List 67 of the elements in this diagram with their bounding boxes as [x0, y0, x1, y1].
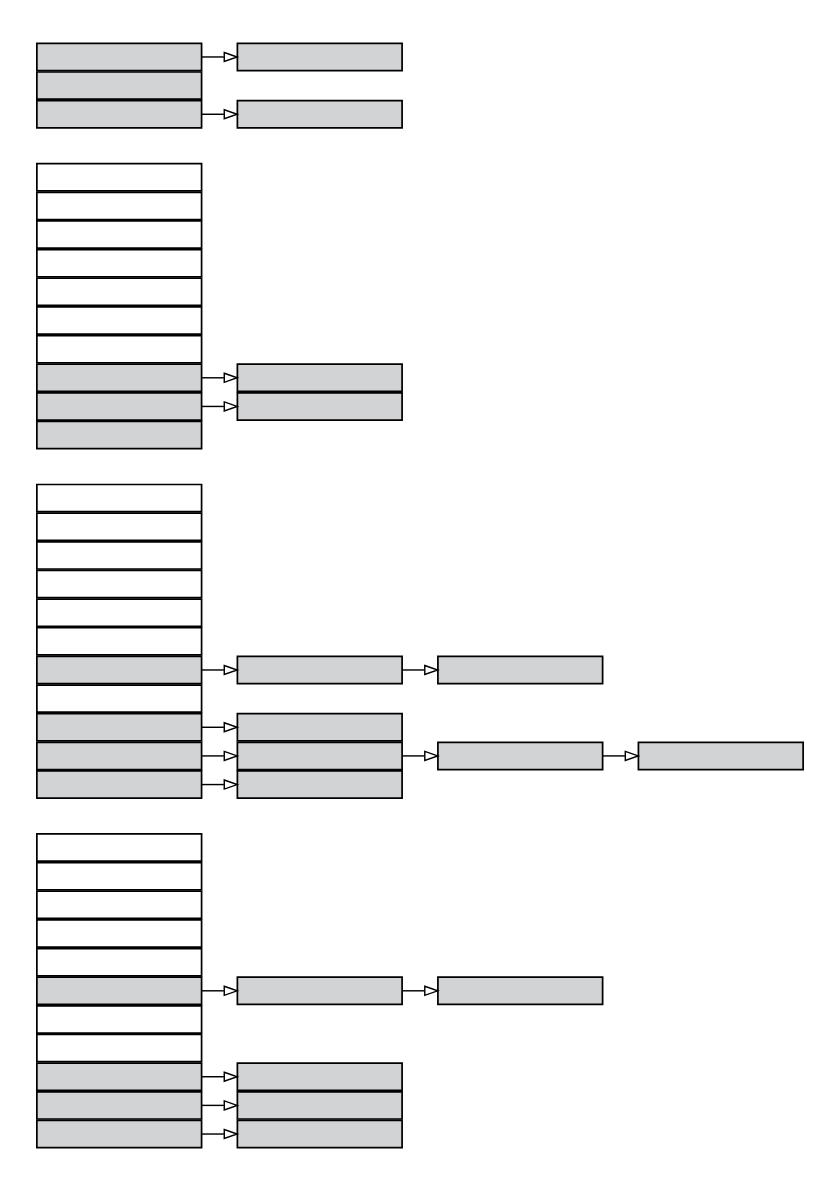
node-box: [36, 975, 203, 1005]
node-box: [36, 655, 203, 684]
node-box: [236, 975, 403, 1005]
node-box: [236, 1119, 403, 1148]
node-box: [437, 655, 604, 684]
node-box: [36, 1119, 203, 1148]
node-box: [36, 626, 203, 656]
arrow: [200, 50, 240, 62]
arrow: [200, 984, 240, 996]
node-box: [36, 42, 203, 71]
arrow: [200, 1099, 240, 1111]
node-box: [36, 511, 203, 541]
node-box: [236, 655, 403, 684]
node-box: [236, 362, 403, 392]
node-box: [236, 391, 403, 421]
node-box: [36, 769, 203, 799]
arrow: [200, 778, 240, 790]
node-box: [36, 483, 203, 513]
node-box: [36, 362, 203, 392]
node-box: [36, 918, 203, 948]
arrow: [401, 663, 440, 675]
arrow: [200, 108, 240, 120]
node-box: [437, 975, 604, 1005]
arrow: [401, 749, 440, 761]
node-box: [36, 947, 203, 977]
node-box: [236, 1090, 403, 1120]
node-box: [36, 832, 203, 862]
node-box: [236, 769, 403, 799]
node-box: [36, 861, 203, 891]
node-box: [236, 1061, 403, 1091]
node-box: [236, 42, 403, 71]
node-box: [36, 1033, 203, 1063]
arrow: [200, 749, 240, 761]
node-box: [637, 740, 804, 770]
node-box: [36, 162, 203, 192]
node-box: [36, 740, 203, 770]
node-box: [36, 1004, 203, 1034]
node-box: [36, 420, 203, 450]
node-box: [36, 99, 203, 129]
node-box: [36, 305, 203, 335]
node-box: [236, 740, 403, 770]
arrow: [200, 1128, 240, 1140]
arrow: [200, 371, 240, 383]
node-box: [36, 248, 203, 278]
arrow: [200, 1070, 240, 1082]
arrow: [401, 984, 440, 996]
node-box: [36, 70, 203, 100]
node-box: [36, 334, 203, 364]
arrow: [200, 663, 240, 675]
node-box: [36, 540, 203, 570]
node-box: [36, 190, 203, 220]
node-box: [36, 219, 203, 249]
node-box: [36, 597, 203, 627]
node-box: [36, 1061, 203, 1091]
arrow: [200, 721, 240, 733]
node-box: [236, 99, 403, 129]
arrow: [200, 400, 240, 412]
arrow: [601, 749, 641, 761]
node-box: [36, 712, 203, 742]
node-box: [36, 569, 203, 598]
node-box: [36, 889, 203, 919]
node-box: [236, 712, 403, 742]
node-box: [36, 391, 203, 421]
node-box: [36, 683, 203, 713]
node-box: [36, 1090, 203, 1120]
node-box: [36, 276, 203, 306]
node-box: [437, 740, 604, 770]
